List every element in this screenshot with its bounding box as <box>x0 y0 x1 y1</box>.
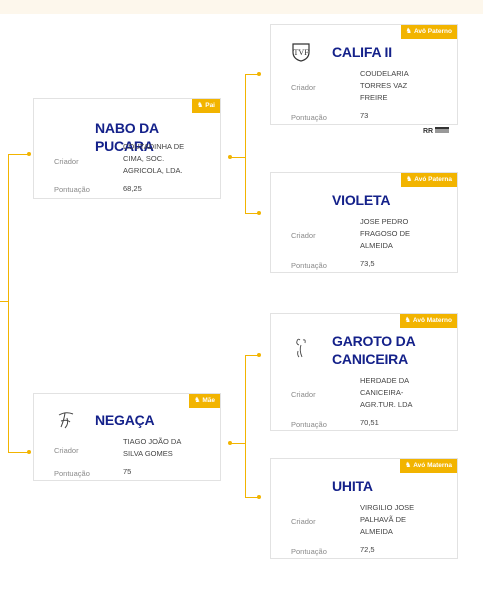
criador-label: Criador <box>291 83 316 92</box>
tvf-brand-icon: TVF <box>291 42 311 67</box>
pontuacao-label: Pontuação <box>291 261 327 270</box>
connector <box>245 355 246 497</box>
connector-dot <box>27 152 31 156</box>
relation-badge: ♞Pai <box>191 99 220 113</box>
rr-mark: RR <box>423 127 450 135</box>
top-banner <box>0 0 483 14</box>
pontuacao-label: Pontuação <box>54 185 90 194</box>
pontuacao-value: 72,5 <box>360 545 375 554</box>
badge-label: Avó Paterna <box>414 176 452 183</box>
horse-name[interactable]: CALIFA II <box>332 44 392 60</box>
relation-badge: ♞Avô Paterno <box>400 25 457 39</box>
criador-label: Criador <box>291 517 316 526</box>
relation-badge: ♞Avô Materno <box>399 314 457 328</box>
horse-name[interactable]: UHITA <box>332 478 373 494</box>
badge-label: Avô Paterno <box>413 28 452 35</box>
connector <box>0 301 8 302</box>
pontuacao-label: Pontuação <box>54 469 90 478</box>
connector-dot <box>257 72 261 76</box>
connector <box>8 452 30 453</box>
connector <box>8 154 30 155</box>
pontuacao-label: Pontuação <box>291 113 327 122</box>
connector-dot <box>257 495 261 499</box>
badge-label: Mãe <box>202 397 215 404</box>
connector <box>245 497 259 498</box>
pontuacao-value: 73 <box>360 111 369 120</box>
criador-label: Criador <box>54 446 79 455</box>
criador-label: Criador <box>54 157 79 166</box>
badge-label: Avó Materna <box>413 462 452 469</box>
connector <box>8 154 9 452</box>
connector <box>245 355 259 356</box>
horse-icon: ♞ <box>405 28 412 35</box>
horse-icon: ♞ <box>404 462 412 469</box>
pontuacao-label: Pontuação <box>291 420 327 429</box>
horse-icon: ♞ <box>404 317 411 324</box>
connector-dot <box>228 155 232 159</box>
connector <box>245 74 246 213</box>
pontuacao-value: 68,25 <box>123 184 142 193</box>
criador-label: Criador <box>291 390 316 399</box>
pedigree-card-pai[interactable]: ♞Pai NABO DA PUCARA Criador COUTADINHA D… <box>33 98 221 199</box>
horse-name[interactable]: NABO DA PUCARA <box>95 120 159 154</box>
horse-name[interactable]: VIOLETA <box>332 192 391 208</box>
comb-icon <box>435 127 450 133</box>
connector-dot <box>257 353 261 357</box>
connector <box>245 74 259 75</box>
horse-icon: ♞ <box>194 397 201 404</box>
pedigree-card-avo-paterno[interactable]: ♞Avô Paterno TVF CALIFA II Criador COUDE… <box>270 24 458 125</box>
pontuacao-value: 70,51 <box>360 418 379 427</box>
svg-text:TVF: TVF <box>293 48 309 57</box>
connector-dot <box>228 441 232 445</box>
signature-brand-icon <box>56 410 76 435</box>
horse-icon: ♞ <box>406 176 413 183</box>
connector-dot <box>257 211 261 215</box>
connector <box>245 213 259 214</box>
badge-label: Avô Materno <box>412 317 452 324</box>
relation-badge: ♞Mãe <box>189 394 220 408</box>
connector <box>231 443 245 444</box>
horse-icon: ♞ <box>196 102 204 109</box>
connector <box>231 157 245 158</box>
relation-badge: ♞Avó Materna <box>399 459 457 473</box>
pontuacao-value: 73,5 <box>360 259 375 268</box>
criador-label: Criador <box>291 231 316 240</box>
brand-mark-icon <box>295 337 309 364</box>
badge-label: Pai <box>205 102 215 109</box>
pontuacao-value: 75 <box>123 467 132 476</box>
relation-badge: ♞Avó Paterna <box>401 173 457 187</box>
horse-name[interactable]: NEGAÇA <box>95 412 155 428</box>
connector-dot <box>27 450 31 454</box>
pontuacao-label: Pontuação <box>291 547 327 556</box>
pedigree-card-avo-materna[interactable]: ♞Avó Materna UHITA Criador VIRGILIO JOSE… <box>270 458 458 559</box>
